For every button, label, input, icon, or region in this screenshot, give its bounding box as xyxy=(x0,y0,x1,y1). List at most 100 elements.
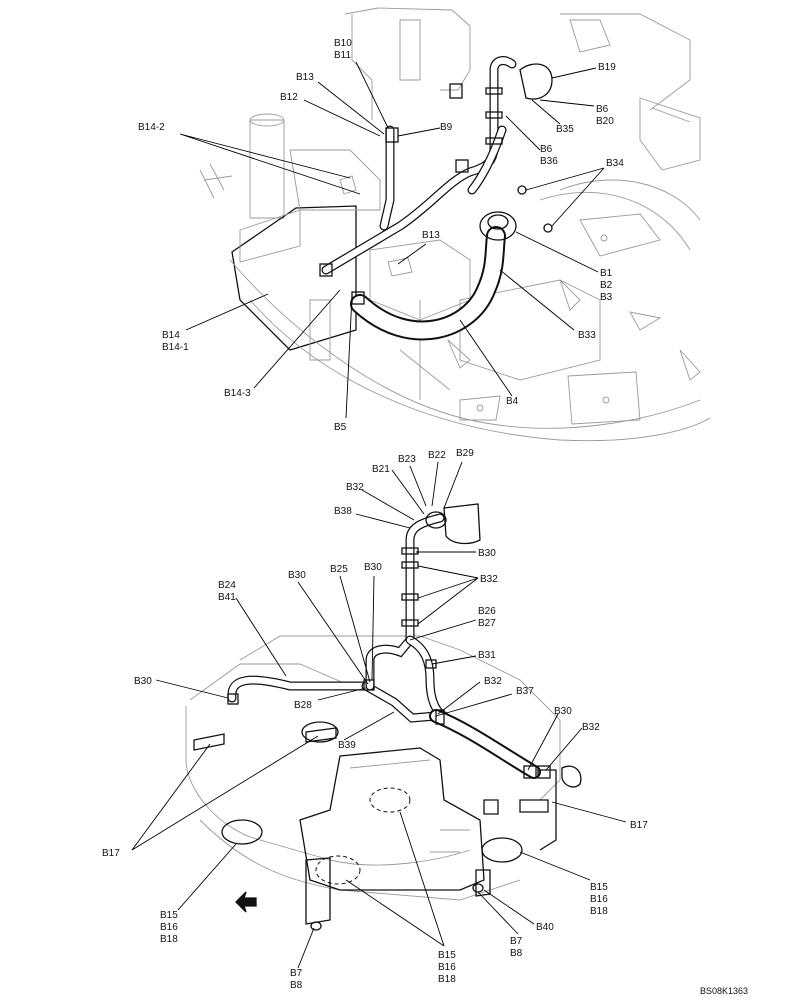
callout-b19: B19 xyxy=(598,62,616,73)
leader-lines xyxy=(131,61,627,969)
callout-line: B14-2 xyxy=(138,122,165,133)
callout-line: B18 xyxy=(438,974,456,985)
callout-b14-3: B14-3 xyxy=(224,388,251,399)
callout-b37: B37 xyxy=(516,686,534,697)
callout-b17-right: B17 xyxy=(630,820,648,831)
callout-line: B16 xyxy=(590,894,608,905)
callout-line: B14-1 xyxy=(162,342,189,353)
callout-line: B14-3 xyxy=(224,388,251,399)
callout-b22: B22 xyxy=(428,450,446,461)
callout-line: B29 xyxy=(456,448,474,459)
callout-line: B23 xyxy=(398,454,416,465)
callout-line: B4 xyxy=(506,396,519,407)
callout-b29: B29 xyxy=(456,448,474,459)
callout-b28: B28 xyxy=(294,700,312,711)
callout-line: B30 xyxy=(364,562,382,573)
callout-b38: B38 xyxy=(334,506,352,517)
callout-line: B30 xyxy=(134,676,152,687)
callout-b30-e: B30 xyxy=(554,706,572,717)
callout-line: B10 xyxy=(334,38,352,49)
callout-line: B26 xyxy=(478,606,496,617)
lower-hoses xyxy=(227,503,551,779)
callout-line: B9 xyxy=(440,122,453,133)
callout-line: B6 xyxy=(540,144,553,155)
callout-line: B21 xyxy=(372,464,390,475)
callout-line: B32 xyxy=(582,722,600,733)
callout-b21: B21 xyxy=(372,464,390,475)
callout-line: B35 xyxy=(556,124,574,135)
callout-line: B8 xyxy=(510,948,523,959)
callout-line: B41 xyxy=(218,592,236,603)
lower-tank-structure xyxy=(185,635,582,931)
callout-b25: B25 xyxy=(330,564,348,575)
callout-line: B8 xyxy=(290,980,303,991)
callout-line: B6 xyxy=(596,104,609,115)
callout-b23: B23 xyxy=(398,454,416,465)
drawing-code-label: BS08K1363 xyxy=(700,986,748,996)
callout-line: B15 xyxy=(160,910,178,921)
callout-line: B24 xyxy=(218,580,236,591)
callout-b30-b: B30 xyxy=(288,570,306,581)
callout-b32-c: B32 xyxy=(484,676,502,687)
callout-line: B27 xyxy=(478,618,496,629)
callout-b32-b: B32 xyxy=(480,574,498,585)
callout-line: B28 xyxy=(294,700,312,711)
callout-line: B40 xyxy=(536,922,554,933)
callout-line: B13 xyxy=(296,72,314,83)
callout-b9: B9 xyxy=(440,122,453,133)
callout-line: B32 xyxy=(484,676,502,687)
callout-b5: B5 xyxy=(334,422,347,433)
upper-frame-structure xyxy=(199,7,711,442)
upper-hoses xyxy=(319,56,553,341)
callout-line: B17 xyxy=(630,820,648,831)
callout-line: B5 xyxy=(334,422,347,433)
callout-b33: B33 xyxy=(578,330,596,341)
callout-b30-a: B30 xyxy=(478,548,496,559)
callout-b14-2: B14-2 xyxy=(138,122,165,133)
callout-line: B30 xyxy=(554,706,572,717)
callout-b35: B35 xyxy=(556,124,574,135)
callout-line: B15 xyxy=(590,882,608,893)
callout-line: B17 xyxy=(102,848,120,859)
callout-line: B32 xyxy=(480,574,498,585)
callout-b31: B31 xyxy=(478,650,496,661)
callout-b17-left: B17 xyxy=(102,848,120,859)
callout-line: B3 xyxy=(600,292,613,303)
callout-b13-top: B13 xyxy=(296,72,314,83)
callout-b4: B4 xyxy=(506,396,519,407)
callout-b12: B12 xyxy=(280,92,298,103)
callout-line: B13 xyxy=(422,230,440,241)
callout-line: B19 xyxy=(598,62,616,73)
callout-line: B32 xyxy=(346,482,364,493)
callout-b30-d: B30 xyxy=(134,676,152,687)
callout-b40: B40 xyxy=(536,922,554,933)
callout-line: B16 xyxy=(160,922,178,933)
callout-line: B7 xyxy=(510,936,523,947)
callout-line: B34 xyxy=(606,158,624,169)
callout-line: B16 xyxy=(438,962,456,973)
callout-line: B11 xyxy=(334,50,351,61)
callout-b34: B34 xyxy=(606,158,624,169)
callout-line: B30 xyxy=(478,548,496,559)
callout-line: B25 xyxy=(330,564,348,575)
callout-line: B7 xyxy=(290,968,303,979)
callout-line: B2 xyxy=(600,280,613,291)
callout-b32-a: B32 xyxy=(346,482,364,493)
callout-line: B12 xyxy=(280,92,298,103)
callout-line: B18 xyxy=(160,934,178,945)
callout-line: B20 xyxy=(596,116,614,127)
callout-line: B36 xyxy=(540,156,558,167)
